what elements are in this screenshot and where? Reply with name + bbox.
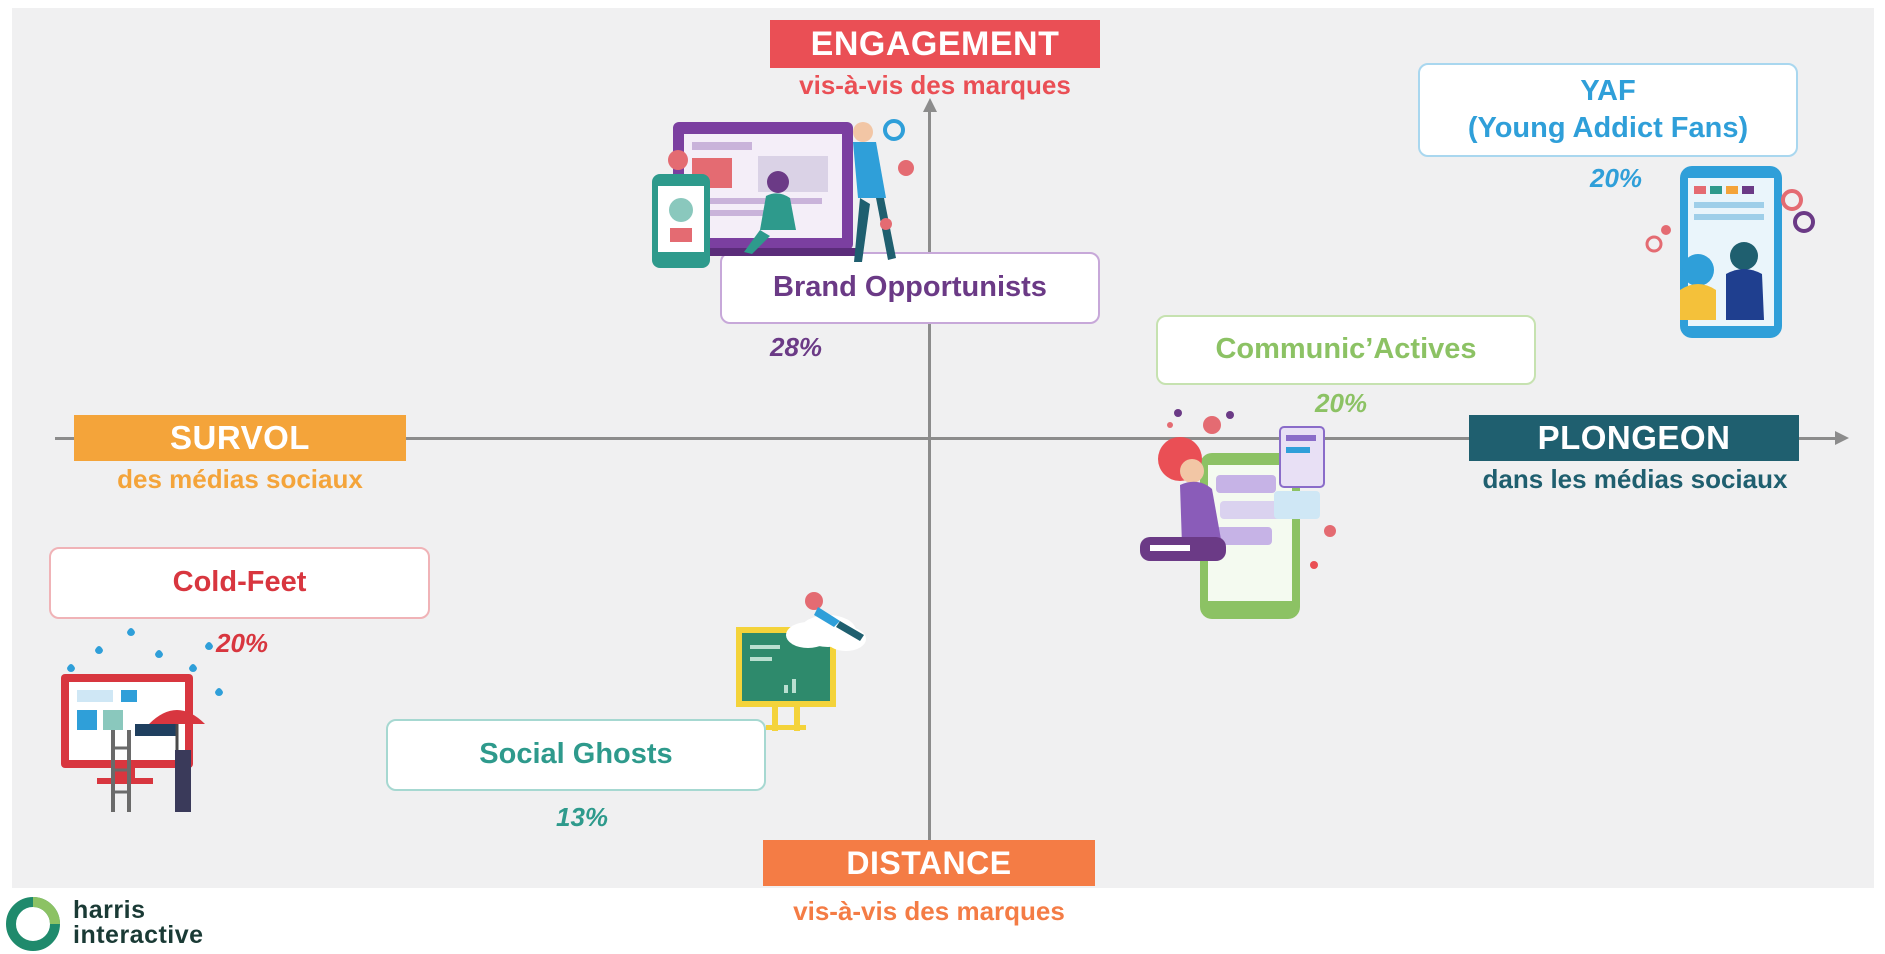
axis-bottom-title: DISTANCE xyxy=(763,840,1095,886)
brand-opportunists-illustration xyxy=(652,119,914,268)
segment-ghosts-label: Social Ghosts xyxy=(386,719,766,791)
segment-cold-label: Cold-Feet xyxy=(49,547,430,619)
vertical-axis-arrow xyxy=(923,98,937,112)
segment-brand-pct: 28% xyxy=(770,332,823,362)
segment-communic-pct: 20% xyxy=(1315,388,1368,418)
logo-line-1: harris xyxy=(73,896,146,924)
harris-interactive-logo-icon xyxy=(6,897,60,951)
axis-right-subtitle: dans les médias sociaux xyxy=(1482,464,1788,494)
logo-wordmark: harris interactive xyxy=(73,898,204,948)
segment-yaf-pct: 20% xyxy=(1590,163,1643,193)
segment-cold-pct: 20% xyxy=(216,628,269,658)
horizontal-axis xyxy=(55,437,1835,440)
axis-left-title: SURVOL xyxy=(74,415,406,461)
axis-top-subtitle: vis-à-vis des marques xyxy=(799,70,1071,100)
social-ghosts-illustration xyxy=(736,592,866,731)
vertical-axis xyxy=(928,112,931,872)
segment-communic-label: Communic’Actives xyxy=(1156,315,1536,385)
cold-feet-illustration xyxy=(61,628,223,812)
segment-yaf-label: YAF (Young Addict Fans) xyxy=(1418,63,1798,157)
axis-left-subtitle: des médias sociaux xyxy=(117,464,363,494)
yaf-illustration xyxy=(1645,166,1815,338)
communic-actives-illustration xyxy=(1140,409,1336,619)
axis-top-title: ENGAGEMENT xyxy=(770,20,1100,68)
horizontal-axis-arrow xyxy=(1835,431,1849,445)
logo-line-2: interactive xyxy=(73,921,204,949)
segment-brand-label: Brand Opportunists xyxy=(720,252,1100,324)
axis-right-title: PLONGEON xyxy=(1469,415,1799,461)
axis-bottom-subtitle: vis-à-vis des marques xyxy=(793,896,1065,926)
segment-ghosts-pct: 13% xyxy=(556,802,609,832)
